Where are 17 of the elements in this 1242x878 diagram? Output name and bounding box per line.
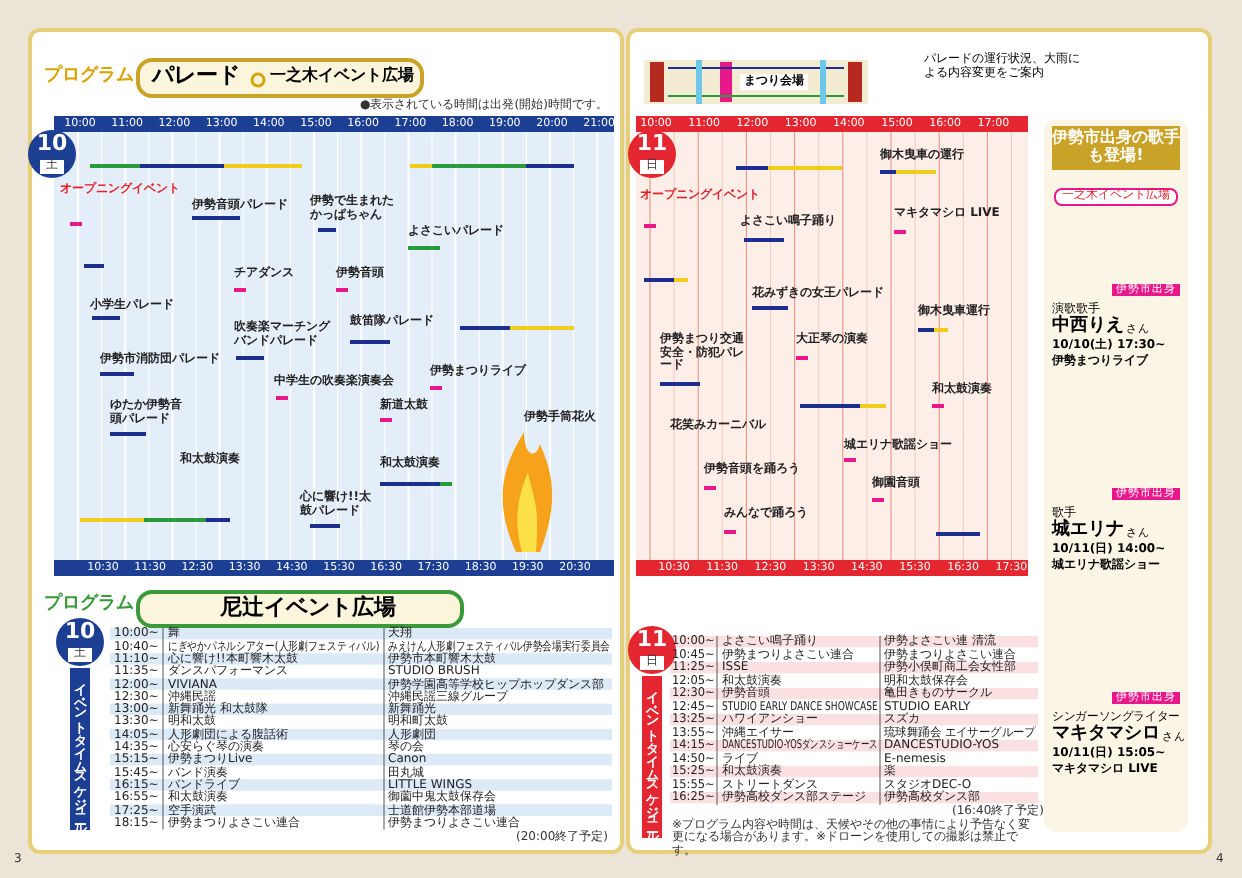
title-text: 一之木イベント広場 (270, 68, 414, 86)
singer-name: 中西りえ (1052, 318, 1124, 338)
title-text: 尼辻イベント広場 (220, 596, 396, 621)
day-number: 11 (634, 132, 670, 157)
day-number: 11 (634, 628, 670, 653)
singer-name: 城エリナ (1052, 522, 1124, 542)
title-text: パレード (152, 64, 240, 89)
program-heading: プログラム (44, 68, 134, 88)
day-number: 10 (62, 620, 98, 645)
singer-name: マキタマシロ (1052, 726, 1160, 746)
venue-box (740, 74, 808, 90)
singer-panel (1044, 120, 1188, 832)
title-banner (136, 58, 424, 98)
program-heading: プログラム (44, 596, 134, 616)
title-banner (136, 590, 464, 628)
panel-heading: 伊勢市出身の歌手も登場! (1052, 126, 1180, 170)
day-number: 10 (34, 132, 70, 157)
